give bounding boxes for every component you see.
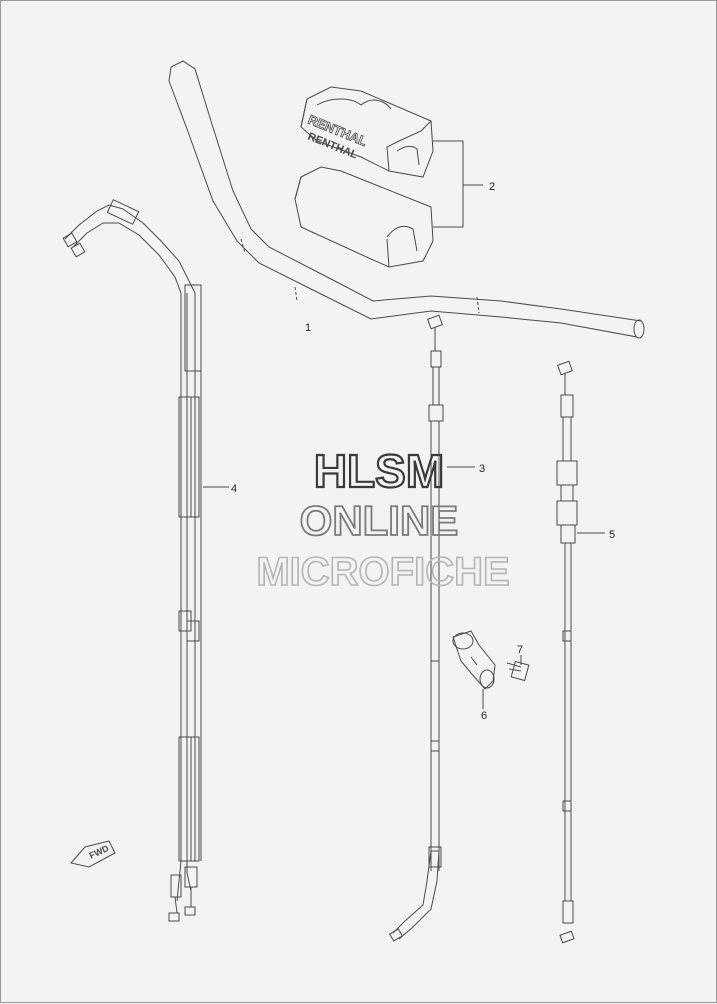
clamp-holder-part-6[interactable] (452, 630, 496, 690)
callout-2[interactable]: 2 (489, 181, 495, 193)
callout-6[interactable]: 6 (481, 710, 487, 722)
bolt-part-7[interactable] (506, 660, 530, 682)
watermark: HLSM ONLINE MICROFICHE (256, 444, 511, 595)
watermark-line-2: ONLINE (300, 497, 459, 544)
callout-7[interactable]: 7 (517, 644, 523, 656)
callout-5[interactable]: 5 (609, 529, 615, 541)
cable-part-5[interactable] (556, 360, 578, 944)
pad-brand-text: RENTHAL RENTHAL (305, 111, 369, 161)
clutch-cable-part-3[interactable] (388, 314, 444, 942)
handlebar-part-1[interactable] (168, 60, 645, 339)
callout-bracket-2 (433, 140, 483, 228)
bar-pad-part-2[interactable] (294, 86, 434, 268)
callout-4[interactable]: 4 (231, 483, 237, 495)
callout-3[interactable]: 3 (479, 463, 485, 475)
throttle-cable-part-4[interactable] (62, 199, 202, 922)
watermark-line-3: MICROFICHE (256, 550, 509, 594)
watermark-line-1: HLSM (314, 445, 444, 497)
callout-1[interactable]: 1 (305, 322, 311, 334)
fwd-direction-marker (70, 840, 116, 868)
